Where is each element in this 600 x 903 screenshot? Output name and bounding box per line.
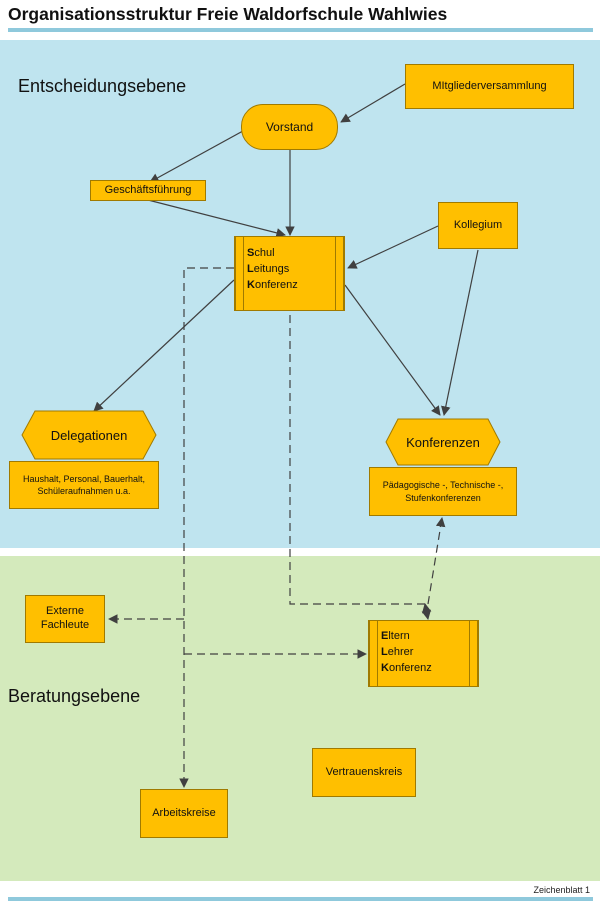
node-konferenzen-detail: Pädagogische -, Technische -,Stufenkonfe… — [369, 467, 517, 516]
edge-slk-arbeitskreise — [179, 267, 234, 788]
hexagon-konferenzen — [385, 418, 501, 466]
page-title: Organisationsstruktur Freie Waldorfschul… — [8, 4, 448, 24]
edge-vorstand-geschaeftsfuehrung — [149, 125, 253, 183]
hexagon-delegationen — [21, 410, 157, 460]
node-geschaeftsfuehrung: Geschäftsführung — [90, 180, 206, 201]
edge-kollegium-konferenzen — [441, 249, 479, 416]
node-eltern-lehrer-konferenz: Eltern Lehrer Konferenz — [368, 620, 479, 687]
title-underline — [8, 28, 593, 32]
advisory-level-label: Beratungsebene — [8, 686, 141, 706]
node-delegationen-detail: Haushalt, Personal, Bauerhalt,Schülerauf… — [9, 461, 159, 509]
node-arbeitskreise: Arbeitskreise — [140, 789, 228, 838]
edge-konferenzen-elk — [427, 517, 446, 605]
node-delegationen-label: Delegationen — [50, 427, 128, 443]
decision-level-label: Entscheidungsebene — [18, 76, 187, 96]
node-vertrauenskreis: Vertrauenskreis — [312, 748, 416, 797]
edge-mitglieder-vorstand — [340, 83, 406, 123]
node-konferenzen-label: Konferenzen — [406, 434, 480, 450]
edge-elk-konferenzen — [421, 603, 432, 620]
edge-slk-konferenzen — [344, 284, 441, 416]
node-kollegium: Kollegium — [438, 202, 518, 249]
edge-geschaeftsfuehrung-slk — [147, 199, 286, 238]
footer-bar — [8, 897, 593, 901]
slk-text: Schul Leitungs Konferenz — [247, 247, 298, 291]
edge-kollegium-slk — [347, 225, 439, 269]
edge-slk-delegationen — [93, 279, 235, 412]
node-mitgliederversammlung: MItgliederversammlung — [405, 64, 574, 109]
sheet-label: Zeichenblatt 1 — [533, 885, 590, 895]
node-schul-leitungs-konferenz: Schul Leitungs Konferenz — [234, 236, 345, 311]
elk-text: Eltern Lehrer Konferenz — [381, 630, 432, 674]
edge-elk-slk — [285, 299, 425, 605]
node-vorstand: Vorstand — [241, 104, 338, 150]
